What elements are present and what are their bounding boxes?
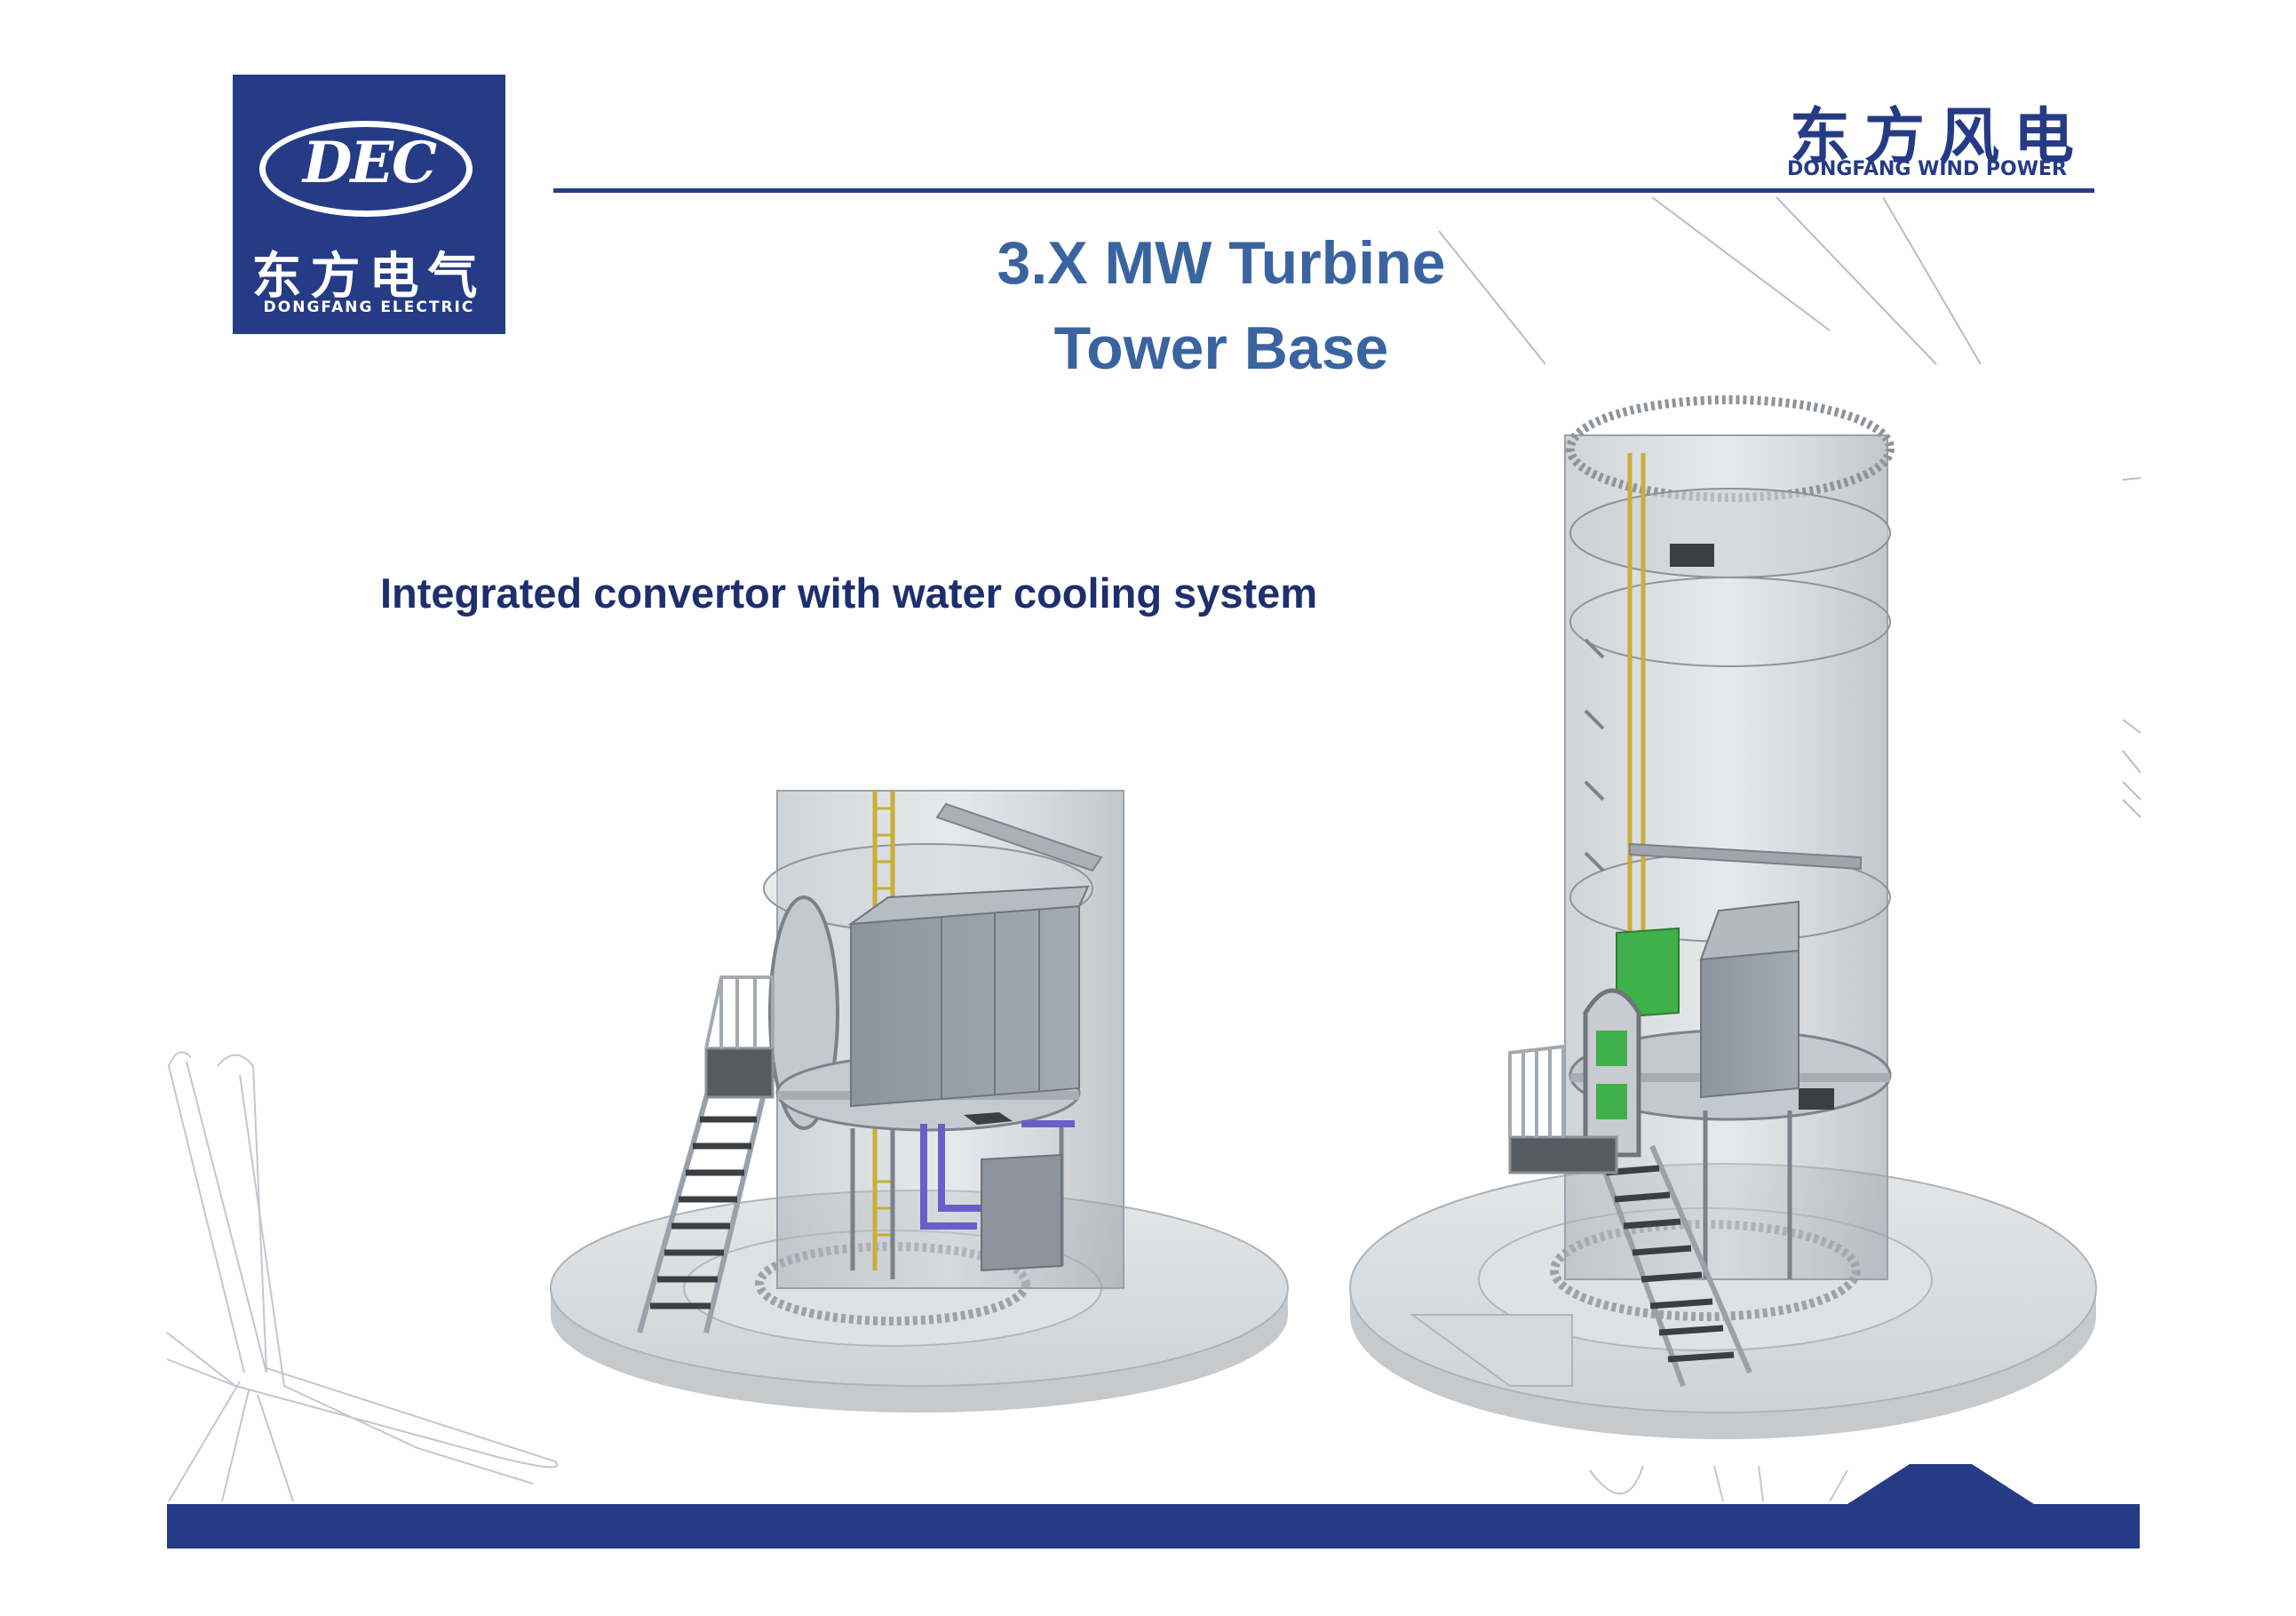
header-rule <box>553 188 2094 193</box>
tower-right-illustration <box>1349 395 2097 1439</box>
logo-mark-text: DEC <box>302 130 437 196</box>
brand-name-cn: 东方风电 <box>1790 102 2089 172</box>
logo-oval-icon <box>259 121 473 217</box>
brand-name-en: DONGFANG WIND POWER <box>1787 158 2067 180</box>
tower-left-illustration <box>550 790 1289 1413</box>
slide-subtitle: Integrated convertor with water cooling … <box>380 569 1318 617</box>
logo-name-en: DONGFANG ELECTRIC <box>263 299 475 316</box>
decor-lines <box>1438 196 2141 818</box>
slide-title: 3.X MW Turbine Tower Base <box>711 220 1732 391</box>
title-line-2: Tower Base <box>1053 314 1389 382</box>
decor-blades <box>166 1051 1848 1502</box>
dec-logo: DEC 东方电气 DONGFANG ELECTRIC <box>233 75 505 334</box>
title-line-1: 3.X MW Turbine <box>997 229 1446 297</box>
logo-name-cn: 东方电气 <box>251 248 487 306</box>
footer-bar <box>167 1504 2140 1548</box>
footer-notch <box>1847 1464 2034 1504</box>
